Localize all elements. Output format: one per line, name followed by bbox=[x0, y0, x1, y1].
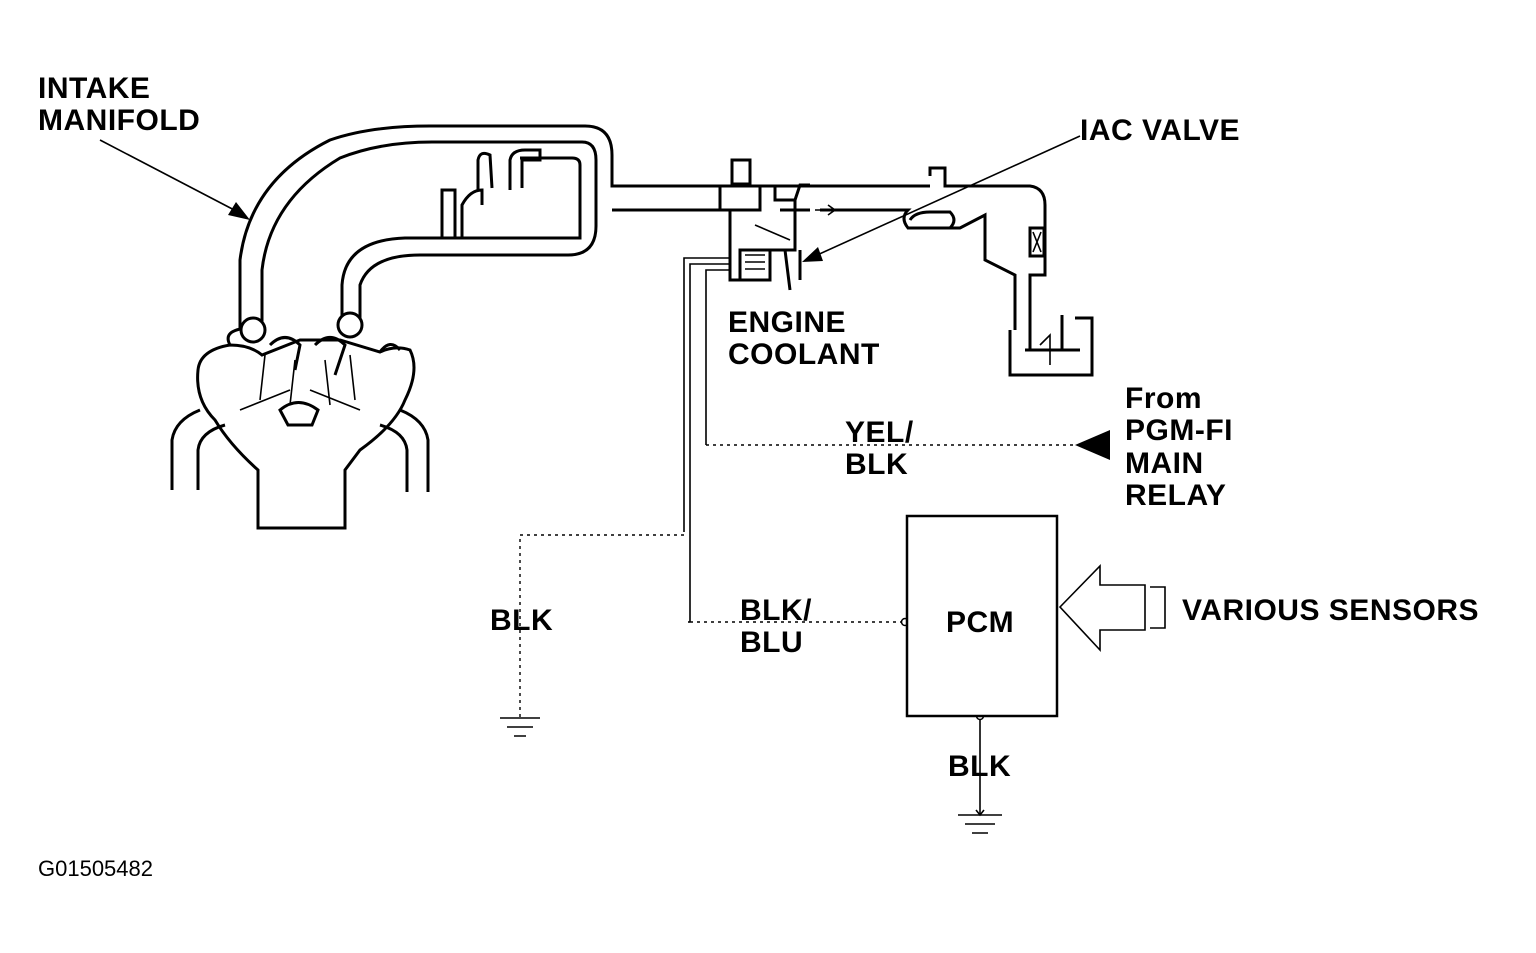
engine-block-icon bbox=[170, 326, 430, 530]
from-relay-label-line3: MAIN bbox=[1125, 447, 1204, 480]
engine-coolant-label-line1: ENGINE bbox=[728, 306, 847, 339]
wire-yel-blk-label-line2: BLK bbox=[845, 448, 909, 481]
intake-manifold-label-line1: INTAKE bbox=[38, 72, 151, 105]
figure-code-label: G01505482 bbox=[38, 856, 153, 881]
hollow-arrow-icon bbox=[1058, 564, 1146, 653]
wire-yel-blk-label-line1: YEL/ bbox=[845, 416, 914, 449]
ground-symbol-icon bbox=[958, 809, 1002, 834]
from-relay-label-line1: From bbox=[1125, 382, 1202, 415]
wire-blk-blu-label-line2: BLU bbox=[740, 626, 804, 659]
from-relay-label-line4: RELAY bbox=[1125, 479, 1227, 512]
pcm-box bbox=[905, 514, 1059, 718]
wiring bbox=[519, 257, 1166, 815]
iac-valve-icon bbox=[718, 158, 837, 291]
iac-valve-label: IAC VALVE bbox=[1080, 114, 1241, 147]
from-relay-label-line2: PGM-FI bbox=[1125, 414, 1233, 447]
wire-blk-blu-label-line1: BLK/ bbox=[740, 594, 812, 627]
various-sensors-label: VARIOUS SENSORS bbox=[1182, 594, 1479, 627]
leader-arrows bbox=[99, 135, 1081, 262]
ground-symbol-icon bbox=[500, 717, 540, 737]
throttle-body-icon bbox=[820, 166, 1094, 377]
wire-blk-left-label: BLK bbox=[490, 604, 554, 637]
engine-coolant-label-line2: COOLANT bbox=[728, 338, 880, 371]
intake-manifold-label-line2: MANIFOLD bbox=[38, 104, 201, 137]
wire-blk-bottom-label: BLK bbox=[948, 750, 1012, 783]
arrow-left-icon bbox=[1075, 430, 1110, 460]
pcm-label: PCM bbox=[946, 606, 1015, 639]
intake-pipe-icon bbox=[238, 124, 930, 376]
